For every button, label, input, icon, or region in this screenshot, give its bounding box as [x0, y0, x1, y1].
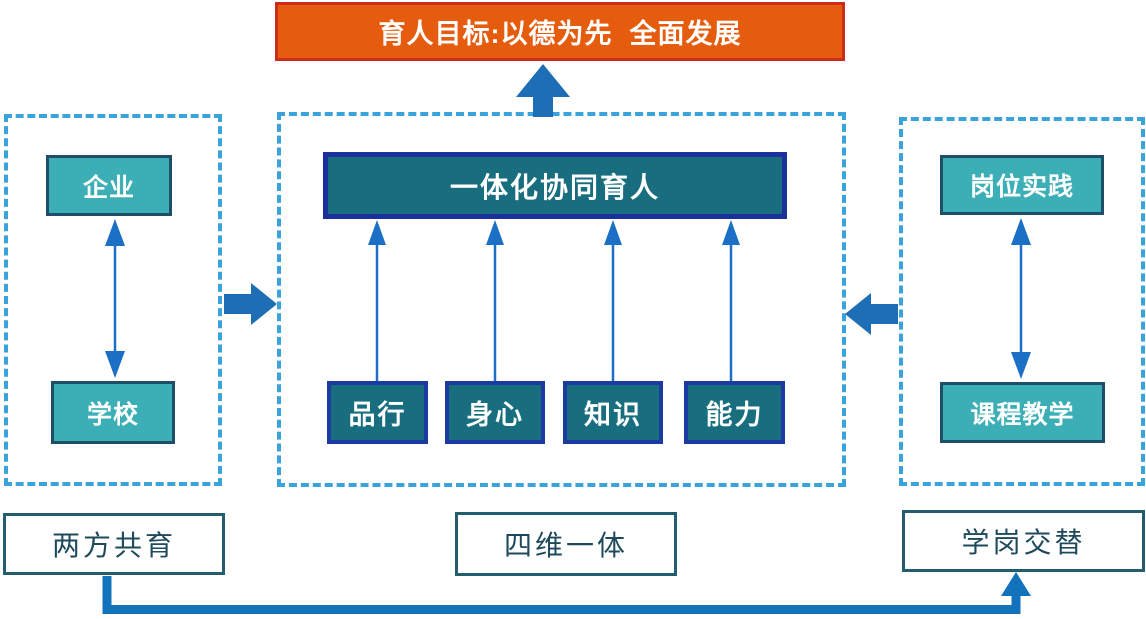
dimension-label: 品行 — [348, 400, 407, 430]
right-dashed-panel — [899, 117, 1145, 486]
dimension-box-ability: 能力 — [684, 381, 785, 444]
caption-two-party-coeducation: 两方共育 — [3, 513, 225, 575]
enterprise-box: 企业 — [46, 155, 172, 216]
main-box-label: 一体化协同育人 — [449, 171, 660, 203]
caption-label: 两方共育 — [51, 530, 176, 561]
up-block-arrow-icon — [516, 64, 570, 117]
post-practice-label: 岗位实践 — [969, 173, 1074, 201]
course-teaching-box: 课程教学 — [940, 382, 1105, 443]
course-teaching-label: 课程教学 — [970, 400, 1075, 429]
dimension-label: 能力 — [705, 400, 764, 430]
school-box: 学校 — [51, 381, 175, 444]
right-block-arrow-icon — [224, 283, 277, 325]
caption-label: 四维一体 — [503, 530, 628, 561]
caption-four-dimensions-one: 四维一体 — [455, 512, 677, 576]
caption-label: 学岗交替 — [961, 527, 1086, 558]
dimension-label: 知识 — [584, 400, 642, 430]
goal-banner-label: 育人目标:以德为先 全面发展 — [378, 19, 742, 49]
dimension-box-knowledge: 知识 — [563, 381, 663, 444]
post-practice-box: 岗位实践 — [940, 155, 1104, 215]
main-box-integrated-education: 一体化协同育人 — [323, 152, 787, 219]
school-label: 学校 — [86, 400, 139, 429]
left-dashed-panel — [4, 114, 222, 486]
dimension-box-conduct: 品行 — [327, 381, 428, 444]
goal-banner: 育人目标:以德为先 全面发展 — [275, 2, 845, 61]
dimension-box-body-mind: 身心 — [445, 381, 545, 444]
left-block-arrow-icon — [845, 293, 898, 335]
dimension-label: 身心 — [466, 400, 524, 430]
caption-study-post-alternation: 学岗交替 — [902, 510, 1145, 572]
bottom-connector-arrow-icon — [102, 572, 1031, 614]
enterprise-label: 企业 — [82, 173, 135, 202]
